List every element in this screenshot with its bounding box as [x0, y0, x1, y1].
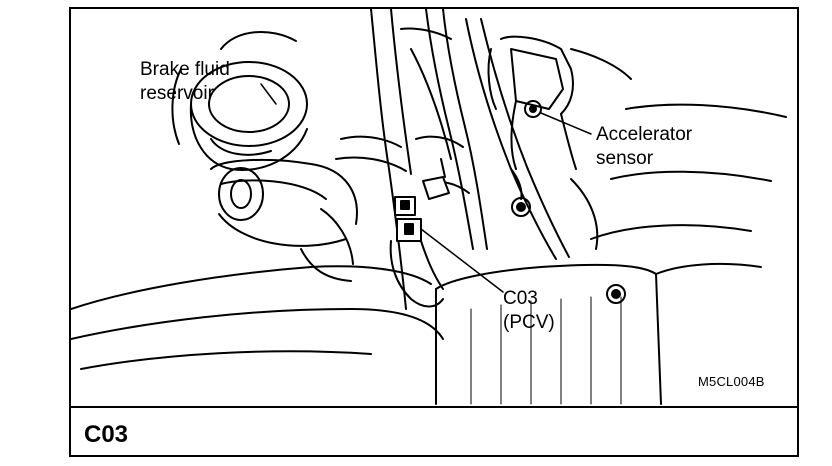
label-line: Brake fluid	[140, 59, 230, 80]
engine-cover-drawing	[435, 103, 787, 405]
label-line: Accelerator	[596, 124, 693, 145]
section-divider	[69, 406, 799, 408]
hose-bundle-drawing	[335, 9, 570, 310]
leader-lines	[260, 83, 592, 293]
c03-pcv-label: C03 (PCV)	[503, 287, 555, 335]
figure-frame	[69, 7, 799, 457]
label-line: reservoir	[140, 83, 214, 104]
intake-hose-drawing	[71, 158, 444, 370]
label-line: (PCV)	[503, 312, 555, 333]
accelerator-sensor-drawing	[487, 35, 632, 250]
brake-fluid-reservoir-drawing	[171, 31, 308, 171]
accelerator-sensor-label: Accelerator sensor	[596, 123, 692, 171]
c03-pcv-connector-drawing	[389, 158, 450, 308]
label-line: C03	[503, 288, 538, 309]
engine-bay-illustration	[71, 9, 787, 405]
label-line: sensor	[596, 148, 654, 169]
section-label: C03	[84, 421, 129, 448]
brake-fluid-reservoir-label: Brake fluid reservoir	[140, 58, 230, 106]
figure-code: M5CL004B	[698, 374, 765, 389]
